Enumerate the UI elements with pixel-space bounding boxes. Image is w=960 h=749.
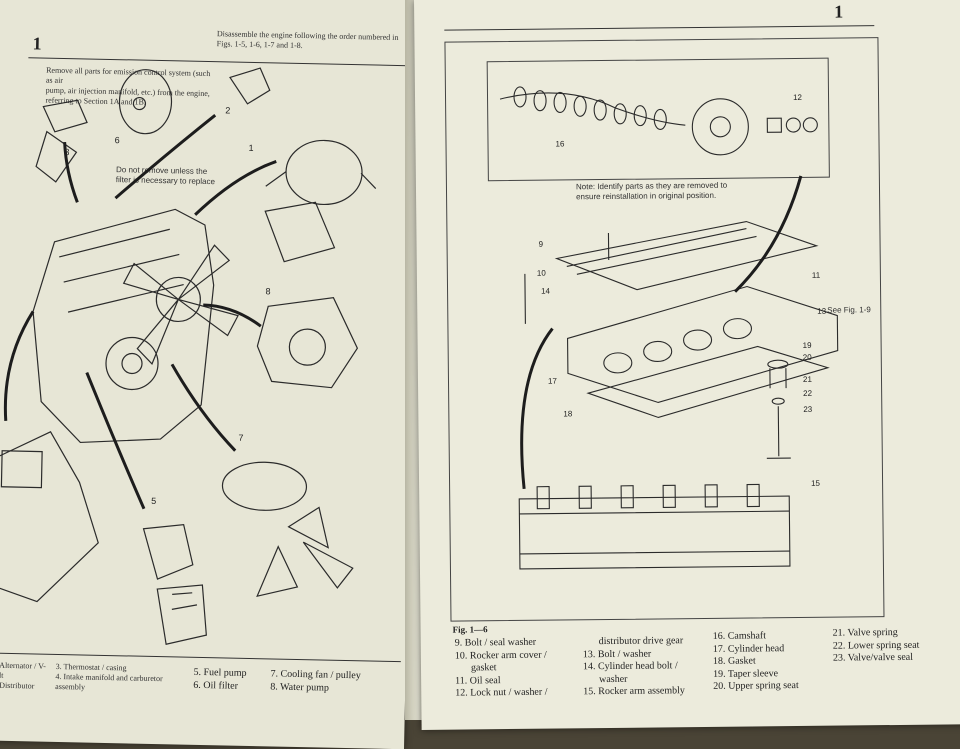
thermostat-drawing bbox=[35, 99, 88, 183]
arrow bbox=[203, 303, 262, 328]
callout-16: 16 bbox=[555, 139, 565, 148]
callout-19: 19 bbox=[803, 341, 813, 350]
cylinder-head-drawing bbox=[566, 285, 839, 404]
cam-gear bbox=[691, 98, 749, 156]
rocker-arm-assembly-drawing bbox=[518, 495, 791, 570]
legend-item: 20. Upper spring seat bbox=[713, 680, 799, 693]
arrow bbox=[85, 371, 146, 510]
fan-pulley-drawing bbox=[221, 461, 308, 511]
intake-manifold-drawing bbox=[0, 431, 99, 603]
callout-7: 7 bbox=[238, 433, 243, 443]
distributor-drawing bbox=[229, 67, 271, 105]
legend-item: 16. Camshaft bbox=[712, 630, 767, 642]
arrow bbox=[170, 363, 237, 452]
callout-6: 6 bbox=[115, 135, 120, 145]
callout-9: 9 bbox=[539, 240, 544, 249]
legend-item: 8. Water pump bbox=[270, 681, 330, 694]
legend-item: 21. Valve spring bbox=[832, 626, 898, 639]
alternator-drawing bbox=[285, 139, 363, 206]
callout-18: 18 bbox=[563, 409, 573, 418]
left-page: 1 Remove all parts for emission control … bbox=[0, 0, 420, 749]
legend-item: 18. Gasket bbox=[712, 655, 756, 668]
legend-left-col2: 3. Thermostat / casing 4. Intake manifol… bbox=[55, 662, 176, 695]
fan-hub bbox=[155, 276, 201, 323]
callout-13: 13 bbox=[817, 307, 827, 316]
callout-20: 20 bbox=[803, 353, 813, 362]
right-page: 1 Note: Identify parts as they are remov… bbox=[414, 0, 960, 730]
legend-item: 19. Taper sleeve bbox=[713, 668, 779, 680]
crank-pulley bbox=[105, 336, 159, 391]
arrow bbox=[520, 327, 554, 490]
valve-drawing bbox=[766, 406, 791, 459]
callout-14: 14 bbox=[541, 287, 551, 296]
legend-item: gasket bbox=[470, 662, 497, 674]
cylinder-head-exploded-diagram: 9 10 11 12 13 14 15 16 17 18 19 20 21 22… bbox=[499, 86, 839, 570]
arrow bbox=[194, 160, 277, 216]
callout-22: 22 bbox=[803, 389, 813, 398]
legend-right-col2: distributor drive gear 13. Bolt / washer… bbox=[583, 635, 685, 699]
legend-item: 12. Lock nut / washer / bbox=[455, 687, 548, 699]
rocker-cover-drawing bbox=[554, 220, 819, 291]
figure-label: Fig. 1—6 bbox=[452, 624, 488, 635]
engine-exploded-diagram: 1 2 3 4 5 6 7 8 bbox=[0, 67, 377, 645]
camshaft-drawing bbox=[499, 92, 686, 126]
callout-3: 3 bbox=[64, 147, 69, 157]
legend-item: 9. Bolt / seal washer bbox=[454, 636, 537, 649]
legend-left-col3: 5. Fuel pump 6. Oil filter bbox=[193, 667, 247, 693]
gasket-drawing bbox=[586, 345, 830, 419]
callout-21: 21 bbox=[803, 375, 813, 384]
legend-right-col1: 9. Bolt / seal washer 10. Rocker arm cov… bbox=[455, 637, 548, 701]
callout-11: 11 bbox=[812, 271, 821, 280]
callout-12: 12 bbox=[793, 93, 803, 102]
callout-1: 1 bbox=[248, 143, 253, 153]
legend-item: washer bbox=[599, 673, 628, 685]
callout-2: 2 bbox=[225, 105, 230, 115]
legend-item: distributor drive gear bbox=[598, 635, 684, 648]
callout-8: 8 bbox=[265, 286, 270, 296]
legend-left-col1: 1. Alternator / V-belt 2. Distributor bbox=[0, 661, 52, 692]
callout-17: 17 bbox=[548, 377, 558, 386]
fuel-pump-drawing bbox=[142, 523, 194, 580]
legend-item: 15. Rocker arm assembly bbox=[583, 685, 685, 698]
legend-item: 10. Rocker arm cover / bbox=[454, 649, 547, 662]
legend-item: 2. Distributor bbox=[0, 680, 35, 691]
legend-left-col4: 7. Cooling fan / pulley 8. Water pump bbox=[270, 668, 361, 695]
arrow bbox=[734, 175, 803, 293]
callout-10: 10 bbox=[537, 269, 547, 278]
callout-15: 15 bbox=[811, 479, 821, 488]
legend-right-col4: 21. Valve spring 22. Lower spring seat 2… bbox=[833, 627, 920, 666]
oil-filter-drawing bbox=[118, 69, 173, 135]
water-pump-drawing bbox=[256, 297, 359, 389]
legend-item: 17. Cylinder head bbox=[712, 642, 785, 655]
arrow bbox=[3, 310, 35, 421]
arrow bbox=[114, 113, 217, 200]
legend-item: 6. Oil filter bbox=[193, 679, 239, 692]
legend-item: 1. Alternator / V-belt bbox=[0, 660, 46, 680]
legend-item: 22. Lower spring seat bbox=[832, 639, 920, 652]
legend-item: 4. Intake manifold and carburetor assemb… bbox=[55, 671, 163, 692]
legend-item: 23. Valve/valve seal bbox=[832, 651, 914, 664]
lock-nut bbox=[766, 117, 782, 133]
alternator-bracket bbox=[264, 201, 336, 263]
legend-item: 14. Cylinder head bolt / bbox=[582, 660, 678, 673]
callout-23: 23 bbox=[803, 405, 813, 414]
legend-item: 13. Bolt / washer bbox=[582, 648, 652, 660]
arrow bbox=[63, 141, 79, 203]
legend-item: 5. Fuel pump bbox=[193, 666, 247, 679]
legend-right-col3: 16. Camshaft 17. Cylinder head 18. Gaske… bbox=[713, 630, 799, 694]
engine-block bbox=[32, 208, 215, 444]
legend-item: 11. Oil seal bbox=[455, 674, 501, 687]
callout-5: 5 bbox=[151, 496, 156, 506]
